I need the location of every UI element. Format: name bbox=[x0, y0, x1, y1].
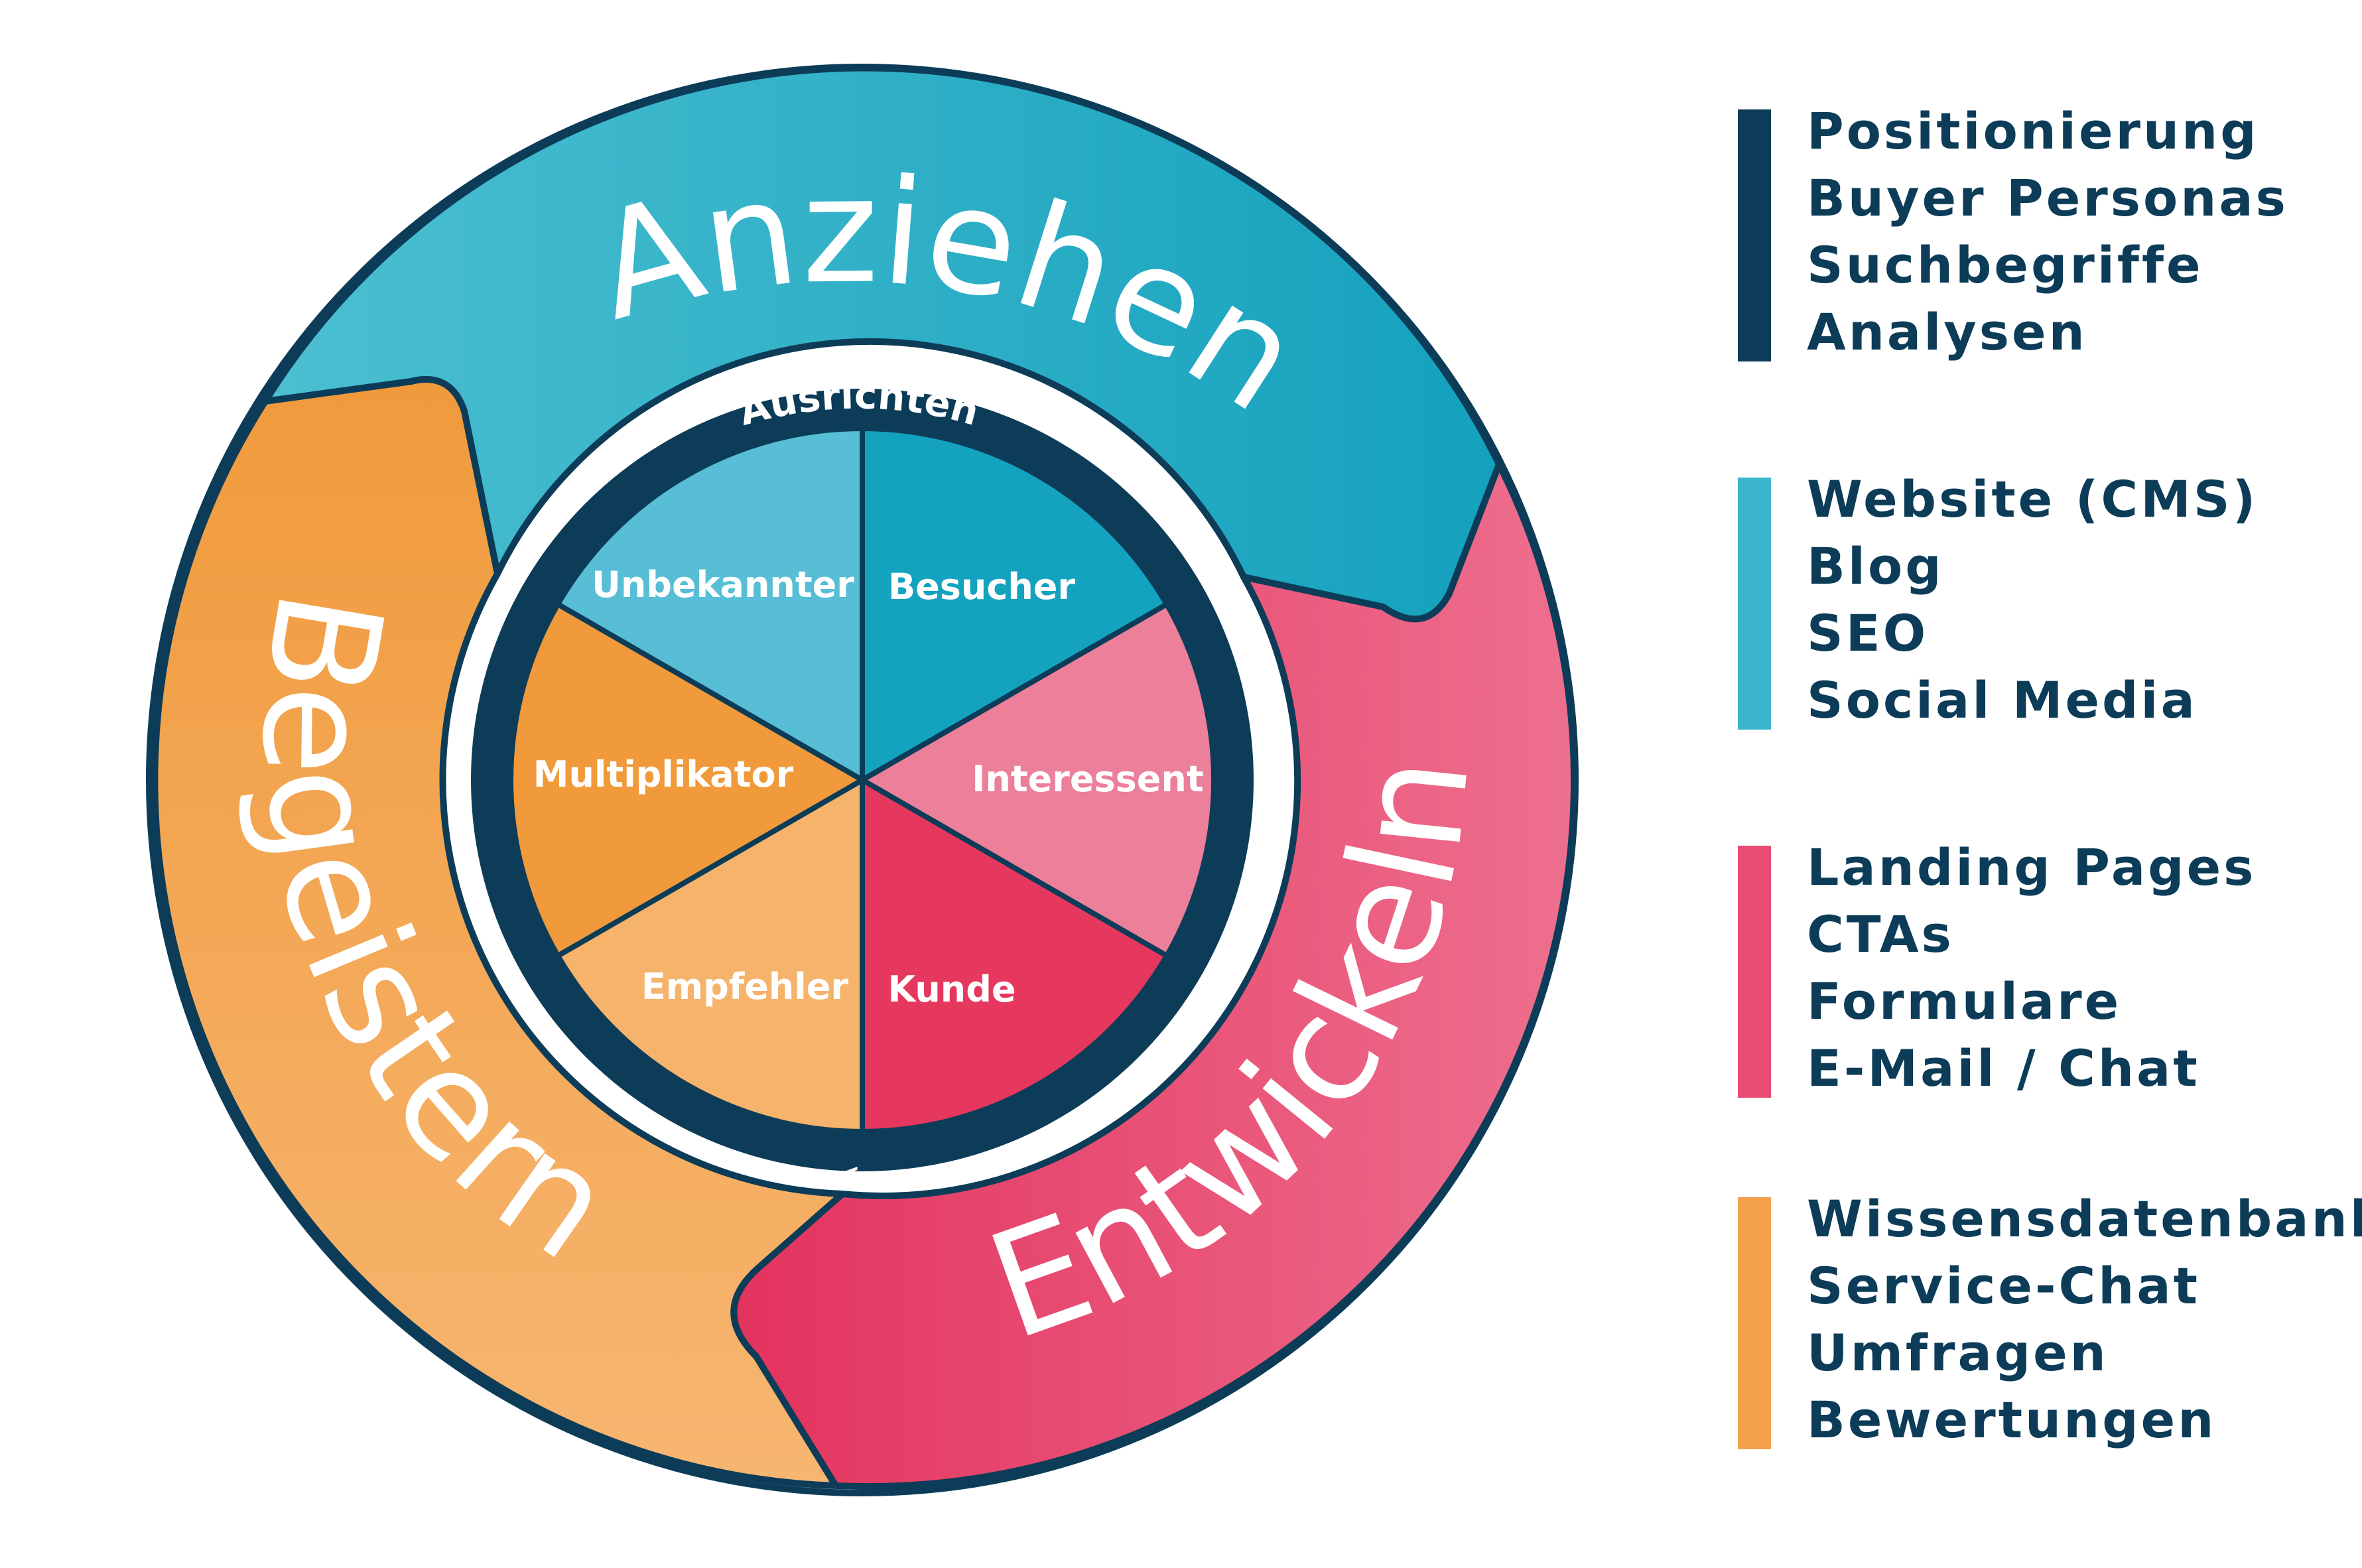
segment-multiplikator bbox=[508, 600, 868, 960]
segment-unbekannter bbox=[554, 425, 865, 785]
legend-item: Landing Pages bbox=[1807, 838, 2257, 897]
legend-item: Website (CMS) bbox=[1807, 470, 2259, 529]
legend-item: Bewertungen bbox=[1807, 1390, 2217, 1449]
legend-item: Suchbegriffe bbox=[1807, 235, 2203, 294]
legend-bar-navy bbox=[1738, 109, 1771, 361]
segment-label-multiplikator: Multiplikator bbox=[533, 753, 794, 795]
flywheel-diagram: Anziehen Entwickeln Begeistern > > < Aus… bbox=[146, 64, 1579, 1496]
legend-item: Blog bbox=[1807, 537, 1944, 596]
legend-list: Positionierung Buyer Personas Suchbegrif… bbox=[1807, 98, 2288, 365]
legend-item: Umfragen bbox=[1807, 1323, 2109, 1382]
segment-label-kunde: Kunde bbox=[887, 968, 1016, 1010]
legend-list: Website (CMS) Blog SEO Social Media bbox=[1807, 466, 2258, 734]
legend-item: Buyer Personas bbox=[1807, 168, 2288, 228]
legend-list: Wissensdatenbank Service-Chat Umfragen B… bbox=[1807, 1185, 2362, 1453]
legend-item: Service-Chat bbox=[1807, 1256, 2200, 1315]
segment-label-unbekannter: Unbekannter bbox=[592, 564, 854, 606]
segment-besucher bbox=[860, 425, 1171, 785]
segment-label-empfehler: Empfehler bbox=[641, 966, 849, 1008]
legend-item: Social Media bbox=[1807, 671, 2198, 730]
segment-interessent bbox=[856, 600, 1216, 960]
legend-bar-teal bbox=[1738, 478, 1771, 730]
legend-item: Wissensdatenbank bbox=[1807, 1189, 2362, 1248]
segment-kunde bbox=[860, 775, 1171, 1135]
ring-arrow-marker: < bbox=[838, 1159, 860, 1189]
legend-item: E-Mail / Chat bbox=[1807, 1039, 2200, 1098]
begeistern-band bbox=[151, 376, 846, 1489]
legend-bar-pink bbox=[1738, 846, 1771, 1098]
legend-list: Landing Pages CTAs Formulare E-Mail / Ch… bbox=[1807, 834, 2256, 1102]
legend-bar-orange bbox=[1738, 1197, 1771, 1449]
segment-label-interessent: Interessent bbox=[972, 758, 1203, 800]
segment-empfehler bbox=[554, 775, 865, 1135]
legend-item: Formulare bbox=[1807, 972, 2122, 1031]
wheel-segments bbox=[508, 425, 1216, 1135]
legend-item: Analysen bbox=[1807, 302, 2087, 361]
legend-item: Positionierung bbox=[1807, 101, 2259, 161]
legend-item: CTAs bbox=[1807, 905, 1954, 964]
segment-label-besucher: Besucher bbox=[888, 566, 1075, 608]
legend-item: SEO bbox=[1807, 604, 1929, 663]
